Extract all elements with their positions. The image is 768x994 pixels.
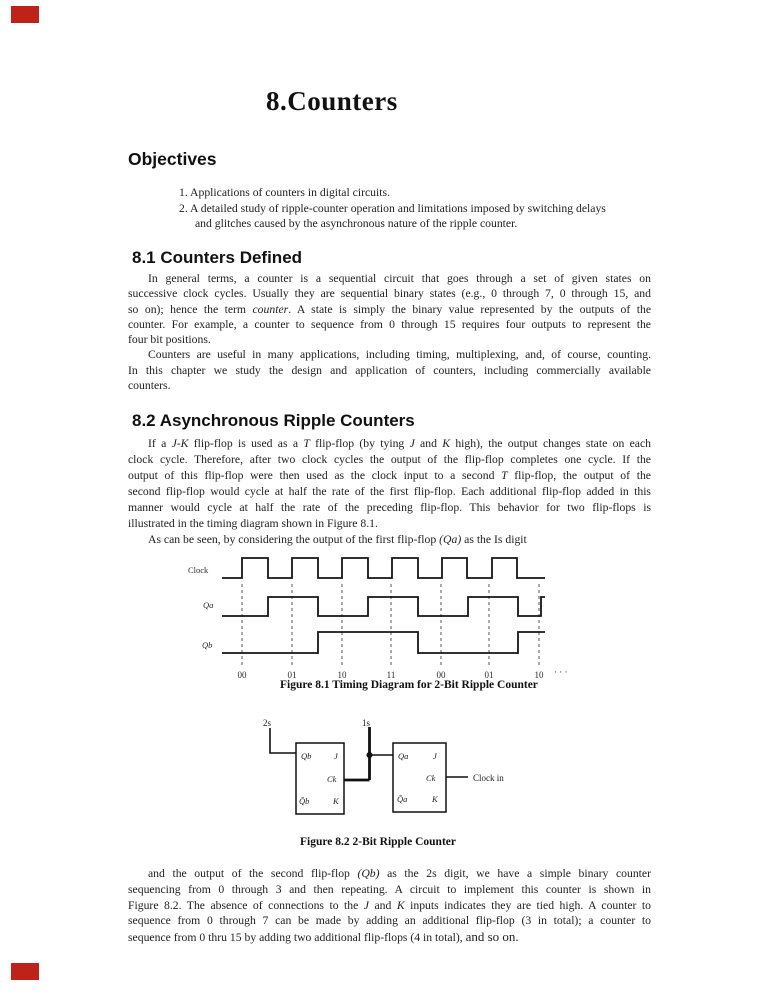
pin-j-left: J (334, 751, 339, 761)
body-line: second flip-flop would cycle at half the… (128, 485, 651, 498)
label-clock-in: Clock in (473, 773, 504, 783)
objective-item-continuation: and glitches caused by the asynchronous … (195, 217, 518, 230)
body-line: If a J-K flip-flop is used as a T flip-f… (148, 437, 651, 450)
section-8-1-body: In general terms, a counter is a sequent… (128, 271, 651, 393)
section-8-2-body: If a J-K flip-flop is used as a T flip-f… (128, 436, 651, 548)
pin-k-right: K (431, 794, 439, 804)
objective-item: 1. Applications of counters in digital c… (179, 186, 390, 199)
body-line: sequence from 0 thru 15 by adding two ad… (128, 929, 651, 945)
label-2s: 2s (263, 718, 272, 728)
body-line: successive clock cycles. Usually they ar… (128, 287, 651, 301)
body-line: counters. (128, 379, 171, 393)
state-label: 00 (437, 670, 447, 680)
page-title: 8.Counters (266, 86, 398, 116)
objectives-heading: Objectives (128, 149, 217, 169)
state-label: 01 (485, 670, 494, 680)
qb-waveform (222, 631, 545, 654)
closing-paragraph: and the output of the second flip-flop (… (128, 866, 651, 945)
state-label: 10 (535, 670, 545, 680)
pin-qa-bar: Q̄a (397, 794, 407, 804)
state-label: 11 (387, 670, 396, 680)
figure-8-1-caption: Figure 8.1 Timing Diagram for 2-Bit Ripp… (280, 679, 538, 691)
qa-waveform (222, 596, 545, 617)
corner-mark-top-left (11, 6, 39, 23)
body-line: so on); hence the term counter. A state … (128, 302, 652, 316)
body-line: sequence from 0 through 7 can be made by… (128, 914, 651, 928)
body-line: four bit positions. (128, 333, 211, 347)
body-line-text: sequence from 0 thru 15 by adding two ad… (128, 931, 466, 944)
continuation-ellipsis: · · · (554, 667, 568, 677)
pin-k-left: K (332, 796, 340, 806)
state-label: 01 (288, 670, 297, 680)
body-line: manner would cycle at half the rate of t… (128, 501, 651, 514)
state-label: 10 (338, 670, 348, 680)
pin-j-right: J (433, 751, 438, 761)
label-1s: 1s (362, 718, 371, 728)
body-line: counter. For example, a counter to seque… (128, 317, 651, 331)
qb-signal-label: Qb (202, 640, 212, 650)
body-line: sequencing from 0 through 3 and then rep… (128, 882, 651, 896)
wire-2s (269, 728, 296, 754)
figure-8-2-caption: Figure 8.2 2-Bit Ripple Counter (300, 836, 456, 848)
body-line: Counters are useful in many applications… (148, 348, 651, 362)
body-line: clock cycle. Therefore, after two clock … (128, 453, 651, 466)
pin-qa: Qa (398, 751, 408, 761)
body-line: As can be seen, by considering the outpu… (148, 533, 527, 546)
clock-waveform (222, 557, 545, 579)
body-line: and the output of the second flip-flop (… (148, 867, 651, 880)
body-line: Figure 8.2. The absence of connections t… (128, 898, 651, 912)
section-heading-8-1: 8.1 Counters Defined (132, 248, 303, 267)
wire-junction-dot (366, 752, 373, 758)
section-heading-8-2: 8.2 Asynchronous Ripple Counters (132, 411, 415, 430)
and-so-on-text: and so on. (465, 929, 519, 944)
pin-qb-bar: Q̄b (299, 796, 309, 806)
body-line: output of this flip-flop were then used … (128, 469, 651, 482)
flipflop-b-box (295, 742, 345, 815)
body-line: In general terms, a counter is a sequent… (148, 272, 651, 285)
state-label: 00 (238, 670, 248, 680)
body-line: In this chapter we study the design and … (128, 363, 651, 377)
objectives-list: 1. Applications of counters in digital c… (179, 185, 649, 232)
qa-signal-label: Qa (203, 600, 213, 610)
figure-8-2-circuit-diagram: 2s 1s Clock in Qb J Ck Q̄b K Qa J Ck Q̄a… (263, 718, 504, 815)
clock-signal-label: Clock (188, 565, 209, 575)
pin-ck-left: Ck (327, 774, 337, 784)
body-line: illustrated in the timing diagram shown … (128, 517, 378, 530)
pin-ck-right: Ck (426, 773, 436, 783)
corner-mark-bottom-left (11, 963, 39, 980)
objective-item: 2. A detailed study of ripple-counter op… (179, 201, 606, 215)
pin-qb: Qb (301, 751, 311, 761)
